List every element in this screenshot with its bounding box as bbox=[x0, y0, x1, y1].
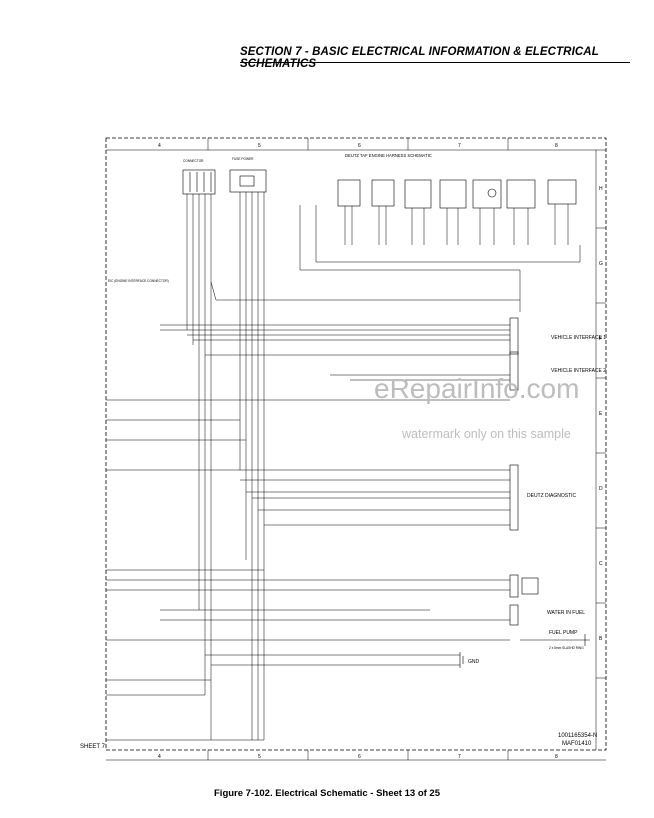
col-label-top: 5 bbox=[258, 143, 261, 149]
vehicle-interface-1-label: VEHICLE INTERFACE 1 bbox=[551, 335, 606, 341]
vehicle-interface-1-connector bbox=[509, 317, 519, 355]
vehicle-interface-2-label: VEHICLE INTERFACE 2 bbox=[551, 368, 606, 374]
row-label: H bbox=[599, 186, 603, 192]
watermark-notice: watermark only on this sample bbox=[401, 427, 571, 441]
col-label-top: 7 bbox=[458, 143, 461, 149]
row-label: F bbox=[599, 336, 602, 342]
drawing-number: 1001165354-N bbox=[558, 733, 597, 739]
ground-symbol bbox=[459, 652, 464, 668]
col-label-top: 6 bbox=[358, 143, 361, 149]
water-in-fuel-sensor bbox=[509, 574, 539, 626]
connector-label: CONNECTOR bbox=[183, 159, 204, 163]
row-label: G bbox=[599, 261, 603, 267]
drawing-code: MAF01410 bbox=[562, 741, 592, 747]
row-label: C bbox=[599, 561, 603, 567]
ground-label: GND bbox=[468, 659, 480, 665]
sensor-row bbox=[337, 179, 577, 209]
fuel-pump-label: FUEL PUMP bbox=[549, 630, 578, 636]
harness-title: DEUTZ TAF ENGINE HARNESS SCHEMATIC bbox=[345, 153, 432, 158]
figure-caption: Figure 7-102. Electrical Schematic - She… bbox=[214, 788, 440, 799]
fuel-pump-symbol bbox=[520, 634, 590, 646]
engine-connector-block bbox=[182, 169, 267, 195]
connector-label: FUSE POWER bbox=[232, 157, 254, 161]
sheet-label: SHEET 7 bbox=[80, 744, 106, 750]
row-label: B bbox=[599, 636, 603, 642]
col-label-top: 8 bbox=[555, 143, 558, 149]
row-label: D bbox=[599, 486, 603, 492]
deutz-diagnostic-connector bbox=[509, 464, 519, 531]
col-label-bottom: 5 bbox=[258, 754, 261, 760]
col-label-top: 4 bbox=[158, 143, 161, 149]
wiring bbox=[106, 192, 581, 741]
header-rule bbox=[240, 62, 630, 63]
vehicle-interface-2-connector bbox=[509, 351, 519, 391]
eic-label: EIC (ENGINE INTERFACE CONNECTOR) bbox=[108, 279, 169, 283]
water-in-fuel-label: WATER IN FUEL bbox=[547, 610, 585, 616]
deutz-diagnostic-label: DEUTZ DIAGNOSTIC bbox=[527, 493, 577, 499]
section-title: SECTION 7 - BASIC ELECTRICAL INFORMATION… bbox=[240, 46, 599, 70]
col-label-bottom: 8 bbox=[555, 754, 558, 760]
col-label-bottom: 4 bbox=[158, 754, 161, 760]
col-label-bottom: 6 bbox=[358, 754, 361, 760]
watermark-brand: eRepairInfo.com bbox=[374, 373, 579, 404]
col-label-bottom: 7 bbox=[458, 754, 461, 760]
schematic-frame bbox=[105, 137, 607, 751]
ring-terminal-label: 2 x 8mm SLASHD RING bbox=[549, 646, 584, 650]
row-label: E bbox=[599, 411, 603, 417]
